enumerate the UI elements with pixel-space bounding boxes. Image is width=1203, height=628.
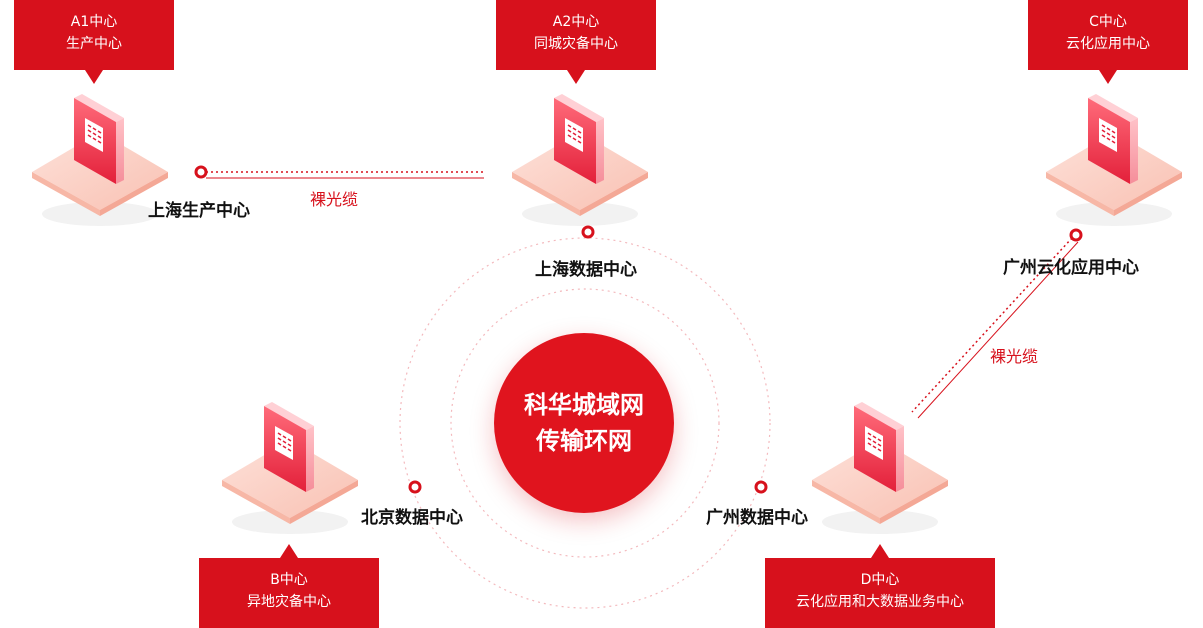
callout-c-subtitle: 云化应用中心 [1066, 36, 1150, 52]
node-dot-shanghai-data [581, 225, 595, 239]
callout-d: D中心 云化应用和大数据业务中心 [765, 544, 995, 628]
fiber-link-right [911, 237, 1073, 413]
label-shanghai-data: 上海数据中心 [535, 260, 637, 280]
node-dot-guangzhou-data [754, 480, 768, 494]
server-device-d [811, 401, 949, 535]
callout-d-pointer [871, 544, 889, 558]
node-dot-beijing-data [408, 480, 422, 494]
label-shanghai-production: 上海生产中心 [148, 201, 250, 221]
callout-b-pointer [280, 544, 298, 558]
hub-title-line2: 传输环网 [536, 427, 632, 455]
hub-title-line1: 科华城域网 [524, 391, 644, 419]
callout-a1-pointer [85, 70, 103, 84]
outer-ring [399, 237, 771, 609]
callout-a2: A2中心 同城灾备中心 [496, 0, 656, 84]
callout-c-title: C中心 [1089, 14, 1127, 30]
callout-a2-subtitle: 同城灾备中心 [534, 36, 618, 52]
callout-b-subtitle: 异地灾备中心 [247, 594, 331, 610]
callout-a2-pointer [567, 70, 585, 84]
label-guangzhou-data: 广州数据中心 [706, 508, 808, 528]
callout-a1-title: A1中心 [70, 14, 118, 30]
node-dot-shanghai-production [194, 165, 208, 179]
link-label-right: 裸光缆 [990, 347, 1039, 366]
callout-d-subtitle: 云化应用和大数据业务中心 [796, 594, 964, 610]
server-device-a2 [511, 93, 649, 227]
callout-a2-title: A2中心 [552, 14, 600, 30]
callout-b-title: B中心 [270, 572, 308, 588]
node-dot-guangzhou-cloud [1069, 228, 1083, 242]
label-beijing-data: 北京数据中心 [361, 508, 463, 528]
callout-a1-subtitle: 生产中心 [66, 36, 122, 52]
server-device-b [221, 401, 359, 535]
inner-ring [450, 288, 720, 558]
label-guangzhou-cloud: 广州云化应用中心 [1003, 258, 1139, 278]
callout-c-pointer [1099, 70, 1117, 84]
link-label-top: 裸光缆 [310, 190, 359, 209]
callout-d-title: D中心 [860, 572, 900, 588]
callout-b: B中心 异地灾备中心 [199, 544, 379, 628]
callout-a1: A1中心 生产中心 [14, 0, 174, 84]
server-device-c [1045, 93, 1183, 227]
fiber-link-right-solid [917, 241, 1079, 419]
hub-circle: 科华城域网 传输环网 [494, 333, 674, 513]
callout-c: C中心 云化应用中心 [1028, 0, 1188, 84]
